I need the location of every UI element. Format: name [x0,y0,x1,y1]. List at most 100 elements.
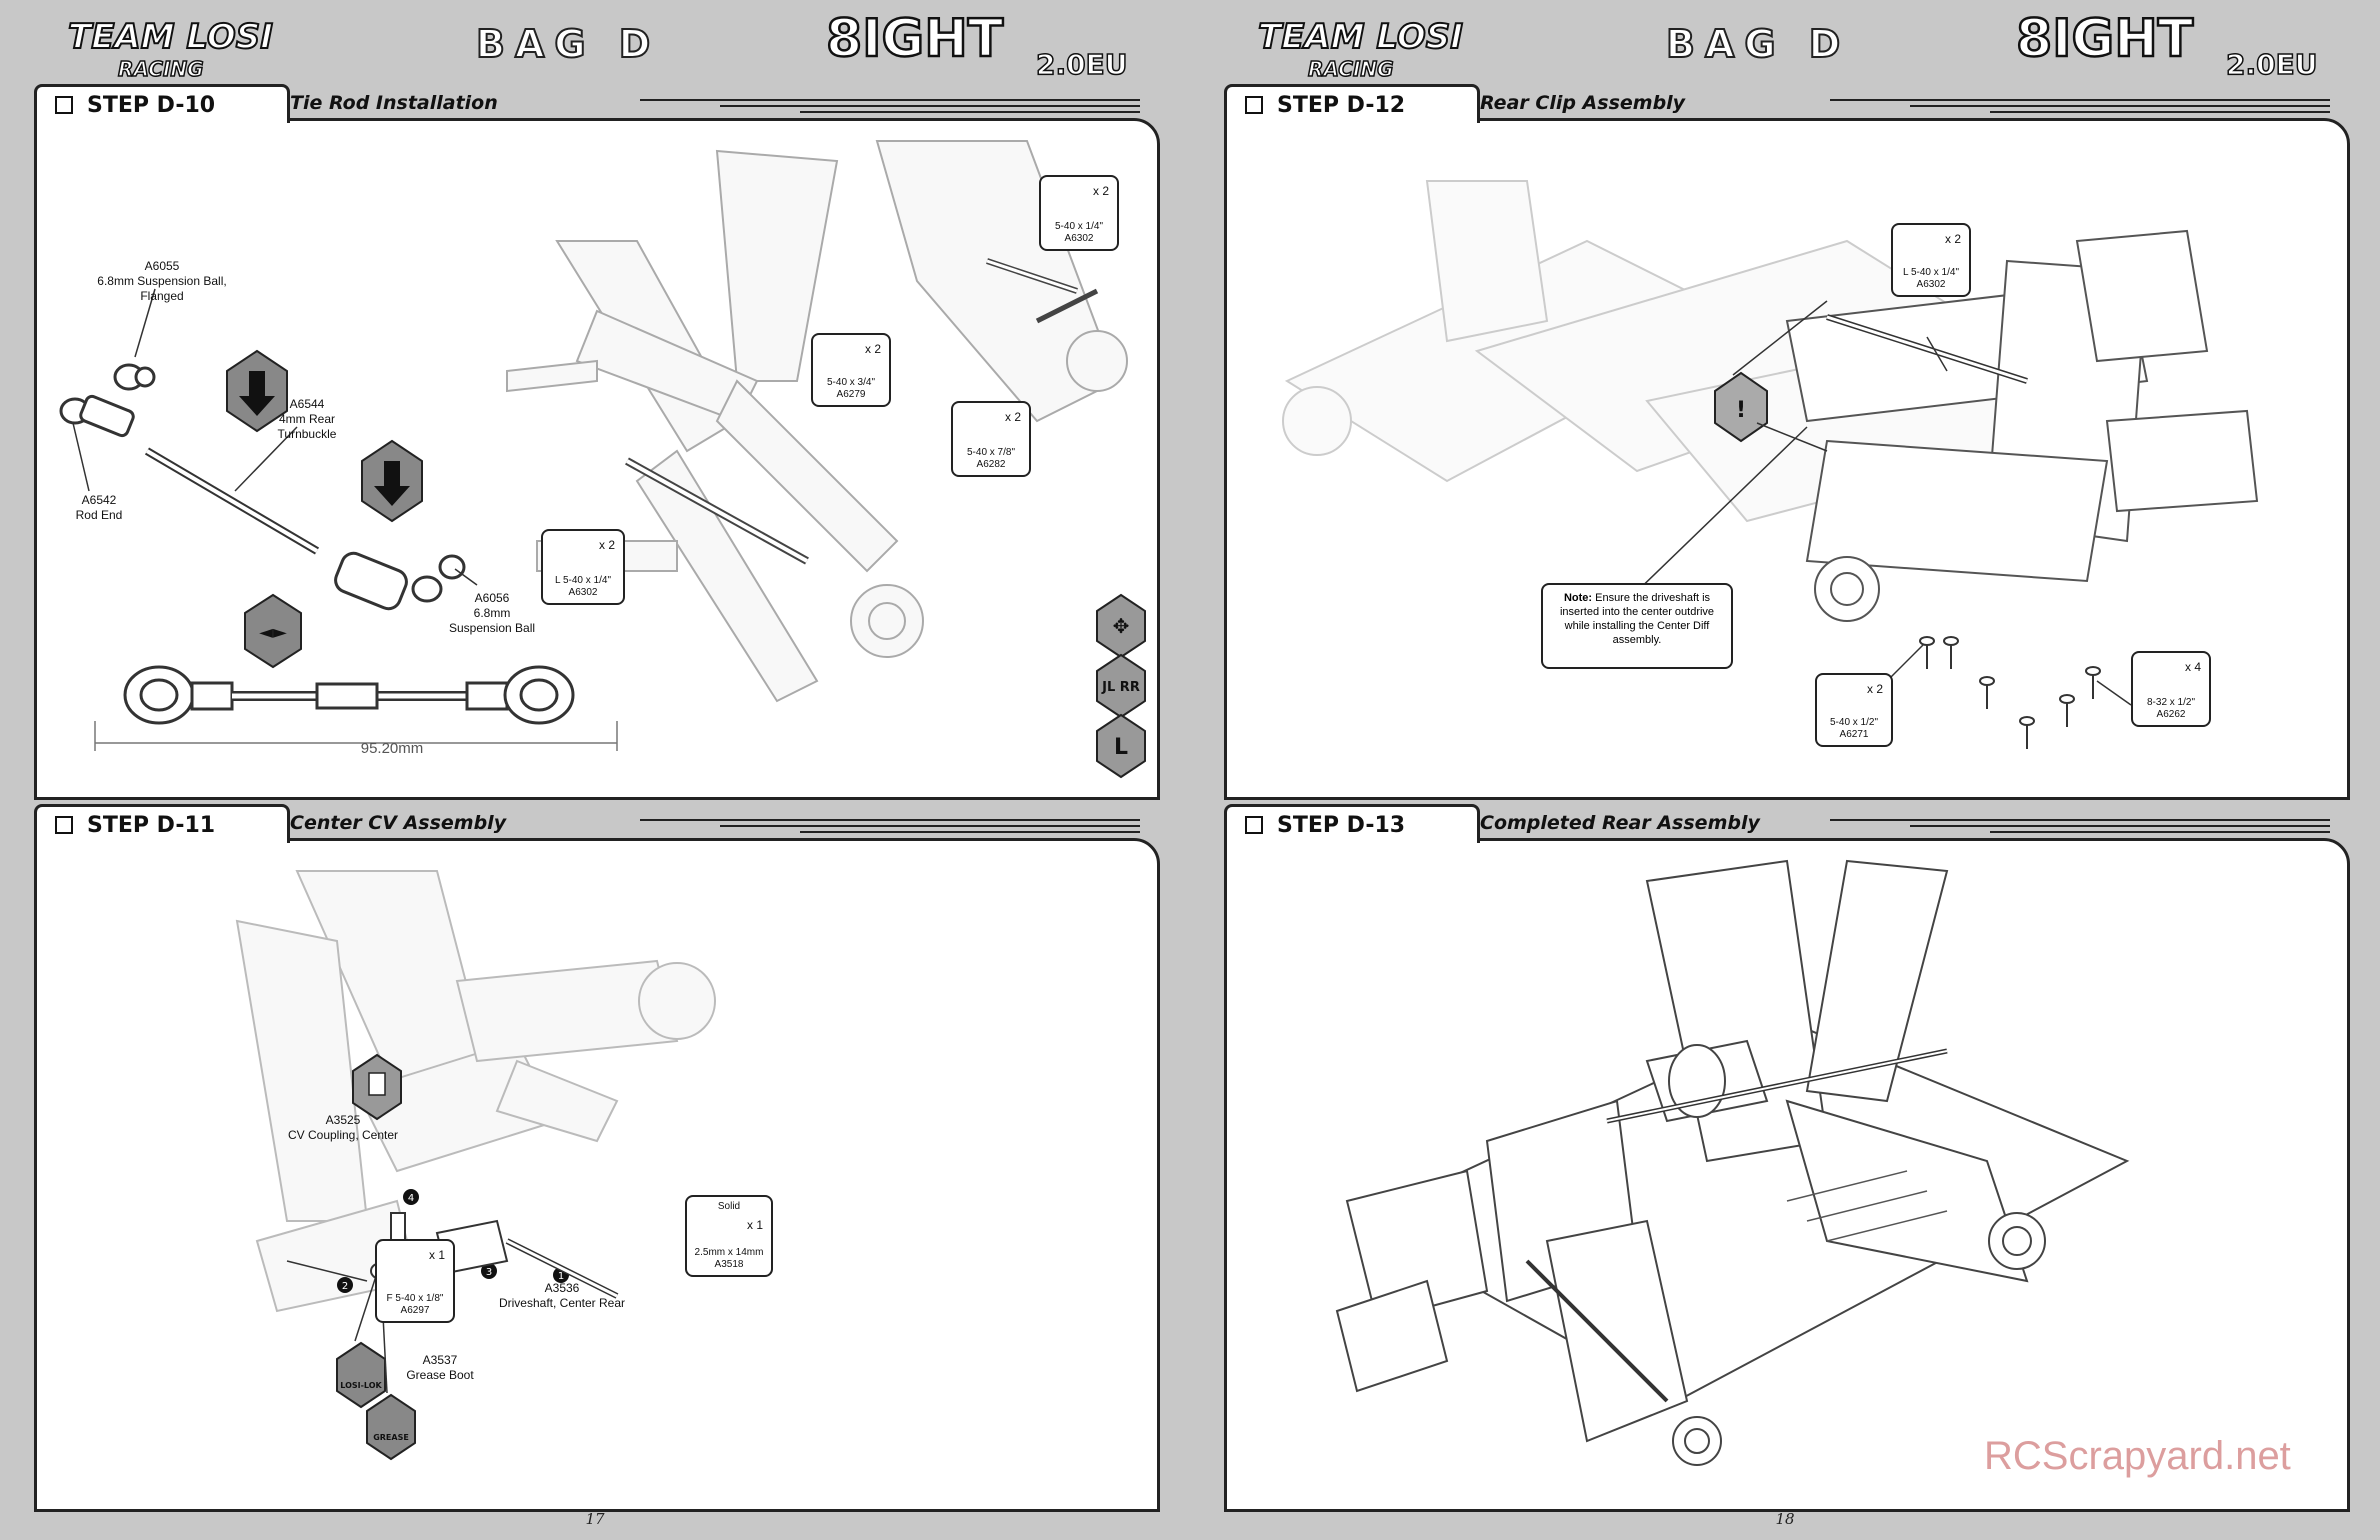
checkbox-icon [55,816,73,834]
svg-text:!: ! [1736,398,1746,423]
move-icon: ✥ [1096,593,1146,659]
hardware-spec: 5-40 x 3/4" [826,377,876,388]
note-text: Ensure the driveshaft is inserted into t… [1559,592,1715,646]
grease-icon [352,1053,402,1121]
checkbox-icon [55,96,73,114]
completed-rear-assembly-illustration [1335,859,2130,1466]
hardware-qty: x 2 [1944,232,1961,246]
hardware-spec: 5-40 x 1/2" [1829,717,1879,728]
hardware-box-a6262: x 4 8-32 x 1/2"A6262 [2131,651,2211,727]
model-title: 8IGHT 2.0EU [2015,8,2318,82]
hardware-qty: x 2 [864,342,881,356]
step-d11-panel: 4 1 2 3 LOSI-LOK GREASE [34,838,1160,1512]
hardware-spec: 8-32 x 1/2" [2146,697,2196,708]
svg-text:8IGHT: 8IGHT [826,9,1004,69]
right-page: TEAM LOSI RACING BAG D 8IGHT 2.0EU STEP … [1190,0,2380,1540]
hardware-qty: x 2 [598,538,615,552]
driveshaft-note: Note: Ensure the driveshaft is inserted … [1541,583,1733,669]
rear-clip-illustration: ! [1282,180,2259,749]
svg-text:◄►: ◄► [259,622,287,643]
team-losi-logo: TEAM LOSI RACING [1257,16,1464,82]
left-icon: L [1096,713,1146,779]
hardware-head: Solid [717,1201,741,1212]
hardware-qty: x 1 [746,1218,763,1232]
dimension-label: 95.20mm [360,740,424,757]
hardware-box-a6282: x 2 5-40 x 7/8"A6282 [951,401,1031,477]
hardware-box-a6271: x 2 5-40 x 1/2"A6271 [1815,673,1893,747]
svg-text:TEAM LOSI: TEAM LOSI [68,17,273,57]
note-bold: Note: [1563,592,1593,604]
losi-lok-label: LOSI-LOK [340,1381,382,1390]
step-number: 3 [486,1267,492,1278]
checkbox-icon [1245,96,1263,114]
team-losi-logo: TEAM LOSI RACING [67,16,274,82]
left-right-rear-icon: JL RR [1096,653,1146,719]
grease-label: GREASE [373,1433,409,1442]
hardware-qty: x 4 [2184,660,2201,674]
step-d13-tab: STEP D-13 [1224,804,1480,843]
hardware-box-a6302: x 2 L 5-40 x 1/4"A6302 [1891,223,1971,297]
step-number: 1 [558,1271,564,1282]
hardware-spec: 5-40 x 1/4" [1054,221,1104,232]
hardware-part: A6271 [1839,729,1869,740]
hardware-qty: x 2 [1004,410,1021,424]
hardware-spec: 2.5mm x 14mm [694,1247,764,1258]
hardware-box-a6302-b: x 2 5-40 x 1/4"A6302 [1039,175,1119,251]
hardware-box-a6297: x 1 F 5-40 x 1/8"A6297 [375,1239,455,1323]
step-d13-title: Completed Rear Assembly [1480,812,1760,834]
bag-title: BAG D [1665,21,1851,67]
center-cv-illustration: 4 1 2 3 LOSI-LOK GREASE [235,870,716,1461]
hardware-part: A3518 [714,1259,744,1270]
step-d12-panel: ! Note: Ensure the driveshaft is inserte… [1224,118,2350,800]
svg-text:TEAM LOSI: TEAM LOSI [1258,17,1463,57]
hardware-qty: x 2 [1092,184,1109,198]
step-d10-label: STEP D-10 [87,92,216,118]
hardware-spec: 5-40 x 7/8" [966,447,1016,458]
model-title: 8IGHT 2.0EU [825,8,1128,82]
svg-text:✥: ✥ [1113,614,1130,638]
hardware-part: A6302 [1916,279,1946,290]
step-d13-label: STEP D-13 [1277,812,1406,838]
step-d11-label: STEP D-11 [87,812,216,838]
hardware-part: A6262 [2156,709,2186,720]
hardware-part: A6282 [976,459,1006,470]
step-d12-label: STEP D-12 [1277,92,1406,118]
step-d10-tab: STEP D-10 [34,84,290,123]
hardware-box-a6302-a: x 2 L 5-40 x 1/4"A6302 [541,529,625,605]
page-number: 18 [1775,1510,1795,1528]
header-rules [640,99,1140,113]
step-d10-panel: ◄► [34,118,1160,800]
svg-text:JL RR: JL RR [1101,680,1140,695]
svg-text:RACING: RACING [118,57,204,81]
tie-rod-parts-illustration: ◄► [59,140,1146,779]
hardware-qty: x 2 [1866,682,1883,696]
page-number: 17 [585,1510,605,1528]
step-d10-title: Tie Rod Installation [290,92,498,114]
hardware-part: A6302 [1064,233,1094,244]
header-rules [1830,99,2330,113]
hardware-part: A6297 [400,1305,430,1316]
hardware-box-a6279: x 2 5-40 x 3/4"A6279 [811,333,891,407]
grease-callout: GREASE [366,1393,416,1461]
hardware-part: A6302 [568,587,598,598]
header-rules [640,819,1140,833]
step-d13-panel [1224,838,2350,1512]
hardware-part: A6279 [836,389,866,400]
hardware-qty: x 1 [428,1248,445,1262]
left-page: TEAM LOSI RACING BAG D 8IGHT 2.0EU STEP … [34,7,1160,1528]
step-d12-tab: STEP D-12 [1224,84,1480,123]
caution-icon: ! [1714,371,1768,443]
header-rules [1830,819,2330,833]
step-d11-tab: STEP D-11 [34,804,290,843]
step-number: 2 [342,1281,348,1292]
step-d12-title: Rear Clip Assembly [1480,92,1686,114]
step-number: 4 [408,1193,414,1204]
